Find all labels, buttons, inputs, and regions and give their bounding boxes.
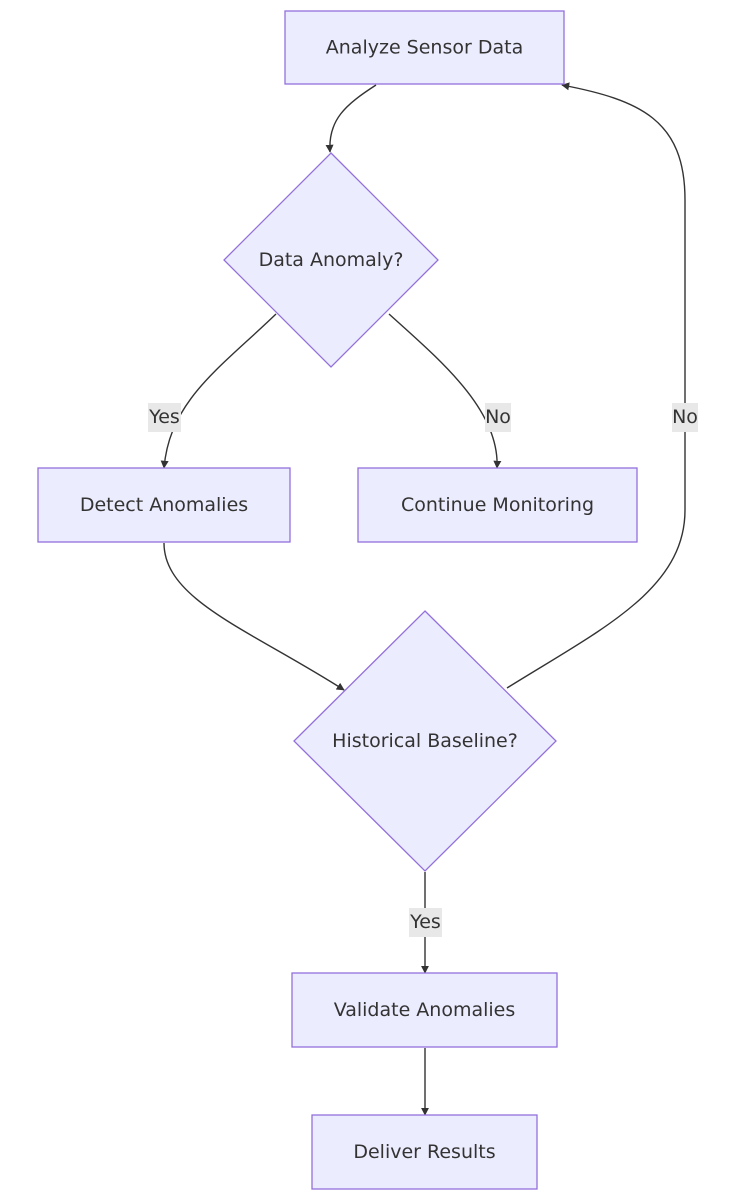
edge-label-baseline-no: No bbox=[672, 403, 698, 432]
node-continue-monitoring: Continue Monitoring bbox=[357, 467, 638, 543]
edge-anomaly-yes-to-detect bbox=[160, 313, 277, 469]
svg-text:No: No bbox=[485, 406, 511, 428]
decision-historical-baseline: Historical Baseline? bbox=[293, 610, 557, 872]
edge-label-anomaly-no: No bbox=[485, 403, 511, 432]
edge-anomaly-no-to-continue bbox=[388, 313, 502, 469]
edge-baseline-no-to-analyze bbox=[506, 82, 686, 689]
edge-detect-to-baseline bbox=[163, 542, 345, 691]
edge-label-anomaly-yes: Yes bbox=[148, 403, 181, 432]
svg-text:Validate Anomalies: Validate Anomalies bbox=[334, 999, 516, 1021]
svg-text:No: No bbox=[672, 406, 698, 428]
svg-text:Historical Baseline?: Historical Baseline? bbox=[332, 730, 518, 752]
svg-text:Data Anomaly?: Data Anomaly? bbox=[259, 249, 404, 271]
svg-text:Yes: Yes bbox=[409, 911, 441, 933]
node-analyze-sensor-data: Analyze Sensor Data bbox=[284, 10, 565, 85]
svg-text:Analyze Sensor Data: Analyze Sensor Data bbox=[326, 37, 523, 59]
node-validate-anomalies: Validate Anomalies bbox=[291, 972, 558, 1048]
edge-label-baseline-yes: Yes bbox=[409, 908, 442, 937]
edge-analyze-to-anomaly bbox=[325, 84, 377, 153]
svg-text:Continue Monitoring: Continue Monitoring bbox=[401, 494, 594, 516]
node-detect-anomalies: Detect Anomalies bbox=[37, 467, 291, 543]
svg-text:Detect Anomalies: Detect Anomalies bbox=[80, 494, 248, 516]
svg-text:Deliver Results: Deliver Results bbox=[353, 1141, 495, 1163]
svg-text:Yes: Yes bbox=[148, 406, 180, 428]
decision-data-anomaly: Data Anomaly? bbox=[223, 152, 439, 368]
node-deliver-results: Deliver Results bbox=[311, 1114, 538, 1190]
